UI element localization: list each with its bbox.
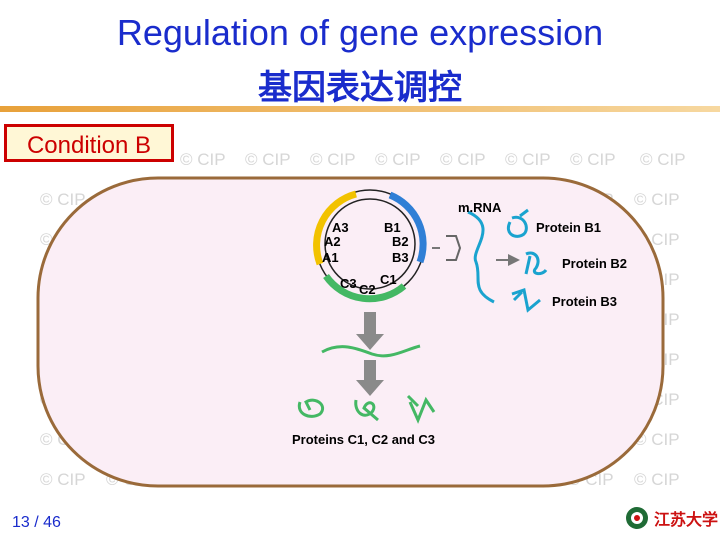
bracket [446, 235, 462, 261]
gene-label-a3: A3 [332, 220, 349, 235]
mrna-c-strand [321, 344, 421, 358]
circular-dna [313, 189, 427, 303]
gene-label-c2: C2 [359, 282, 376, 297]
protein-c3-shape [406, 394, 436, 424]
gene-label-a1: A1 [322, 250, 339, 265]
page-title-chinese: 基因表达调控 [258, 69, 462, 107]
condition-label: Condition B [4, 124, 174, 162]
arrow-to-mrna-c [356, 312, 384, 350]
title-divider [0, 106, 720, 112]
protein-b2-shape [524, 251, 548, 276]
protein-b2-label: Protein B2 [562, 256, 628, 271]
arrow-to-proteins-c [356, 360, 384, 396]
gene-label-b2: B2 [392, 234, 409, 249]
university-logo [626, 507, 648, 529]
protein-b3-label: Protein B3 [552, 294, 618, 309]
protein-b1-shape [507, 208, 529, 238]
mrna-strand [467, 210, 495, 304]
page-title: Regulation of gene expression [116, 12, 604, 53]
arrow-to-proteins-b [496, 254, 520, 266]
gene-segment-b [388, 191, 427, 264]
protein-c1-shape [297, 398, 325, 418]
mrna-label: m.RNA [458, 200, 502, 215]
proteins-c-label: Proteins C1, C2 and C3 [292, 432, 436, 447]
university-logo-text: 江苏大学 [654, 512, 719, 529]
gene-label-c1: C1 [380, 272, 397, 287]
gene-segment-a [313, 190, 358, 266]
gene-segment-c [323, 273, 407, 303]
gene-label-b1: B1 [384, 220, 401, 235]
protein-b1-label: Protein B1 [536, 220, 602, 235]
cell-membrane [36, 176, 665, 488]
gene-label-c3: C3 [340, 276, 357, 291]
page-number: 13 / 46 [12, 514, 61, 531]
protein-b3-shape [511, 288, 541, 313]
gene-label-a2: A2 [324, 234, 341, 249]
protein-c2-shape [354, 399, 379, 422]
gene-label-b3: B3 [392, 250, 409, 265]
